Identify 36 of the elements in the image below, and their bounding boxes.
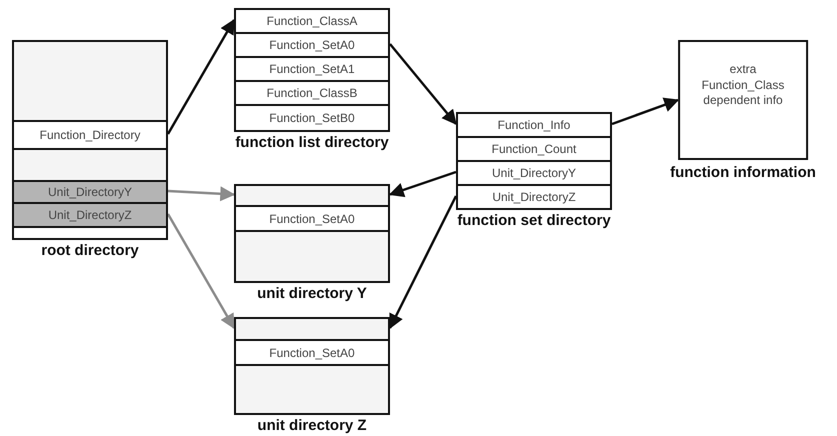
directory-entry: [12, 180, 168, 204]
entry-label: Function_Directory: [40, 128, 140, 142]
entry-label: Unit_DirectoryZ: [492, 190, 576, 204]
arrow: [166, 213, 236, 330]
empty-entry: [234, 317, 390, 341]
empty-entry: [234, 184, 390, 207]
entry-label: Function_SetA1: [269, 62, 355, 76]
arrow: [388, 195, 458, 330]
entry-label: Function_ClassA: [266, 14, 358, 28]
table-caption: function list directory: [235, 134, 389, 151]
empty-entry: [12, 40, 168, 122]
entry-label: Unit_DirectoryY: [48, 185, 132, 199]
table-caption: root directory: [41, 242, 139, 259]
entry-label: Unit_DirectoryY: [492, 166, 576, 180]
arrow: [388, 170, 456, 198]
arrow: [389, 43, 457, 125]
empty-entry: [12, 148, 168, 182]
table-caption: function information: [670, 164, 816, 181]
arrow: [168, 186, 236, 202]
entry-label: Function_Info: [498, 118, 570, 132]
table-caption: function set directory: [457, 212, 611, 229]
arrow: [612, 98, 680, 126]
entry-label: Unit_DirectoryZ: [48, 208, 132, 222]
entry-label: Function_SetA0: [269, 212, 355, 226]
directory-entry: [12, 202, 168, 228]
arrow: [166, 18, 236, 135]
table-caption: unit directory Y: [257, 285, 367, 302]
entry-label: Function_SetA0: [269, 38, 355, 52]
entry-label: Function_Count: [492, 142, 576, 156]
entry-label: Function_ClassB: [266, 86, 358, 100]
info-text: extra Function_Class dependent info: [700, 61, 786, 109]
entry-label: Function_SetB0: [269, 111, 355, 125]
empty-entry: [234, 364, 390, 415]
empty-entry: [234, 230, 390, 283]
entry-label: Function_SetA0: [269, 346, 355, 360]
table-caption: unit directory Z: [257, 417, 367, 434]
